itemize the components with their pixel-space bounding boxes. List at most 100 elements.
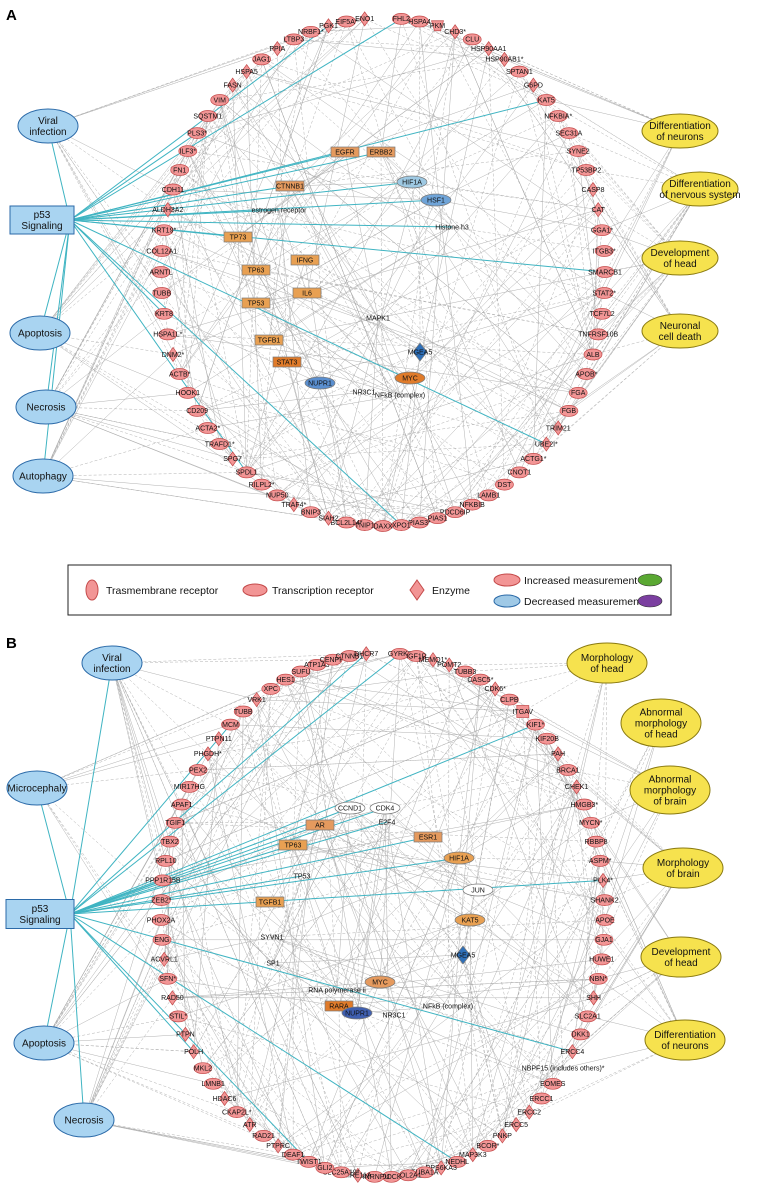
p53-label: Signaling [19,915,60,926]
function-label: Necrosis [27,403,66,414]
function-label: Differentiation [654,1030,716,1041]
edge [381,39,472,152]
gene-label: ATR [243,1122,256,1129]
edge [410,378,533,459]
function-label: of head [663,259,696,270]
gene-label: TUBB [152,290,171,297]
function-label: Microcephaly [8,784,67,795]
function-label: of head [590,664,623,675]
edge [84,998,172,1120]
gene-label: SFN* [159,976,176,983]
panel-a-network: FHL2HSPA4PKMCHD3*CLUHSP90AA1HSP90AB1*SPT… [10,12,741,532]
gene-label: TRAFD1* [205,441,235,448]
gene-label: HOOK1 [176,390,201,397]
edge-layer [37,654,685,1177]
gene-label: UBE2I* [535,441,558,448]
hub-node-il6: IL6 [293,288,321,298]
hub-label: TGFB1 [259,899,282,906]
gene-label: ARNTL [150,269,173,276]
gene-node-vrk1: VRK1 [247,693,265,707]
gene-label: ENO1 [355,16,374,23]
function-label: of brain [653,797,686,808]
gene-node-plk4: PLK4* [593,873,613,887]
gene-label: DNM2* [162,352,185,359]
edge [457,957,681,1162]
gene-node-pex2: PEX2 [189,765,207,776]
hub-node-nupr1: NUPR1 [305,377,335,389]
edge [162,940,278,1146]
gene-node-tp53bp2: TP53BP2 [571,165,601,176]
gene-label: TUBB3 [454,669,477,676]
gene-label: SHH [586,995,601,1002]
hub-node-syvn1: SYVN1 [261,934,284,941]
hub-label: JUN [471,887,485,894]
hub-node-kat5: KAT5 [455,914,485,926]
edge [112,663,182,805]
gene-label: CLU [465,37,479,44]
edge [383,72,519,526]
edge [286,680,350,808]
function-label: Autophagy [19,472,67,483]
hub-label: NR3C1 [383,1012,406,1019]
edge [365,19,587,374]
gene-node-mycn: MYCN* [579,817,603,828]
hub-node-ifng: IFNG [291,255,319,265]
function-label: Morphology [657,858,709,869]
hub-label: NFkB (complex) [375,392,425,399]
gene-node-stil: STIL* [169,1011,187,1022]
hub-node-tgfb1: TGFB1 [255,335,283,345]
gene-label: PEX2 [189,767,207,774]
gene-node-itgav: ITGAV [513,705,534,717]
edge [180,170,188,393]
gene-label: KRT19* [152,228,177,235]
edge [385,808,478,890]
gene-node-fgb: FGB [560,405,578,416]
p53-link [70,914,84,1120]
gene-node-xpo1: XPO1 [392,520,411,531]
gene-node-clu: CLU [463,34,481,45]
edge [533,100,546,459]
gene-node-spg7: SPG7 [223,452,242,466]
gene-label: TWIST1 [296,1159,322,1166]
gene-node-gja1: GJA1 [595,934,613,945]
gene-node-apaf1: APAF1 [171,799,193,810]
gene-node-ppia: PPIA [269,42,285,56]
gene-label: LAMB1 [477,493,500,500]
gene-label: MCM [222,722,239,729]
p53-link [70,100,546,220]
edge [305,72,519,260]
legend-increased-color-swatch [638,574,662,586]
gene-label: NBN* [590,976,608,983]
gene-node-hdac6: HDAC6 [213,1092,237,1106]
gene-label: HUWE1 [589,957,614,964]
gene-label: DEAF1 [282,1152,305,1159]
gene-node-xpc: XPC [262,683,280,694]
hub-node-histone-h3: Histone h3 [435,224,469,231]
p53-link [44,914,70,1043]
gene-label: PPIA [269,46,285,53]
hub-label: HIF1A [449,855,469,862]
hub-node-tp73: TP73 [224,232,252,242]
gene-label: G6PD [524,82,543,89]
edge [533,411,569,459]
gene-node-nfkbia: NFKBIA* [544,111,572,122]
legend-increased-symbol [494,574,520,586]
gene-label: TNFRSF10B [578,332,618,339]
gene-label: HSPA4 [408,19,431,26]
function-label: of head [664,958,697,969]
function-label: Viral [102,653,122,664]
gene-label: DHCR7 [354,651,378,658]
gene-label: HSPA5 [235,69,258,76]
gene-node-ube2i: UBE2I* [535,437,558,451]
gene-node-krt19: KRT19* [152,225,177,236]
gene-node-hspa5: HSPA5 [235,65,258,79]
function-label: Development [652,947,711,958]
gene-label: KRT8 [155,311,173,318]
gene-label: FN1 [173,167,186,174]
gene-node-actb: ACTB* [169,369,191,380]
hub-label: AR [315,822,325,829]
hub-node-nupr1: NUPR1 [342,1007,372,1019]
legend-transcription-label: Transcription receptor [272,585,374,597]
gene-node-gga1: GGA1* [591,225,613,236]
gene-label: BCOR* [476,1143,499,1150]
